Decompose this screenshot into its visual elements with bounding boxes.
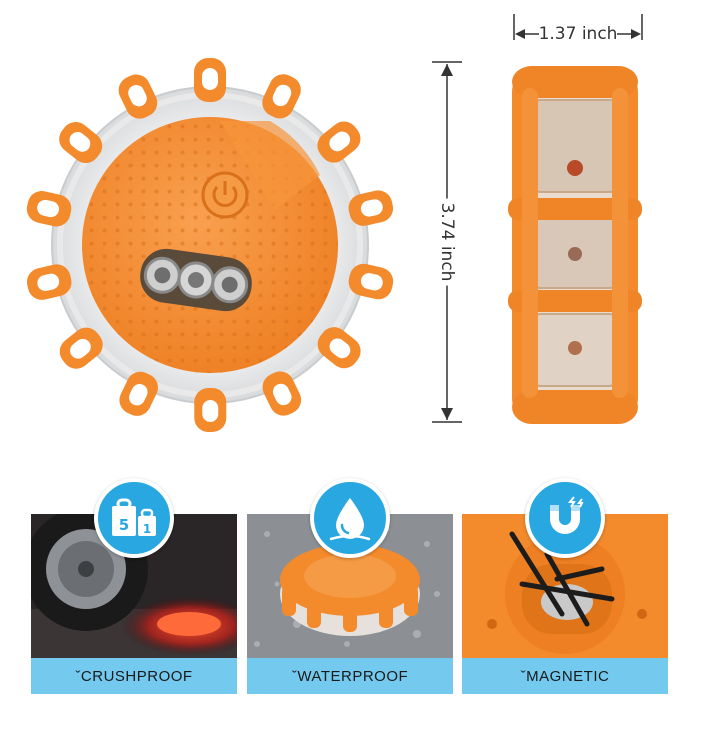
feature-waterproof: ˇWATERPROOF bbox=[247, 478, 453, 696]
waterproof-label: ˇWATERPROOF bbox=[247, 658, 453, 694]
feature-crushproof: 5 1 ˇCRUSHPROOF bbox=[31, 478, 237, 696]
water-drop-icon bbox=[329, 498, 371, 541]
height-dimension: 3.74 inch bbox=[422, 60, 472, 425]
weight-number-1: 1 bbox=[143, 522, 151, 536]
waterproof-photo bbox=[247, 514, 453, 658]
road-flare-top-view bbox=[20, 55, 400, 435]
weight-icon: 5 1 bbox=[112, 498, 156, 536]
crushproof-badge: 5 1 bbox=[94, 478, 174, 558]
width-label: 1.37 inch bbox=[538, 24, 618, 44]
magnetic-label: ˇMAGNETIC bbox=[462, 658, 668, 694]
magnet-icon bbox=[550, 496, 584, 534]
magnetic-badge bbox=[525, 478, 605, 558]
height-label: 3.74 inch bbox=[437, 198, 457, 286]
crushproof-label: ˇCRUSHPROOF bbox=[31, 658, 237, 694]
road-flare-side-view bbox=[500, 58, 650, 433]
feature-magnetic: ˇMAGNETIC bbox=[462, 478, 668, 696]
waterproof-badge bbox=[310, 478, 390, 558]
width-dimension: 1.37 inch bbox=[513, 10, 643, 44]
weight-number-5: 5 bbox=[119, 516, 129, 534]
